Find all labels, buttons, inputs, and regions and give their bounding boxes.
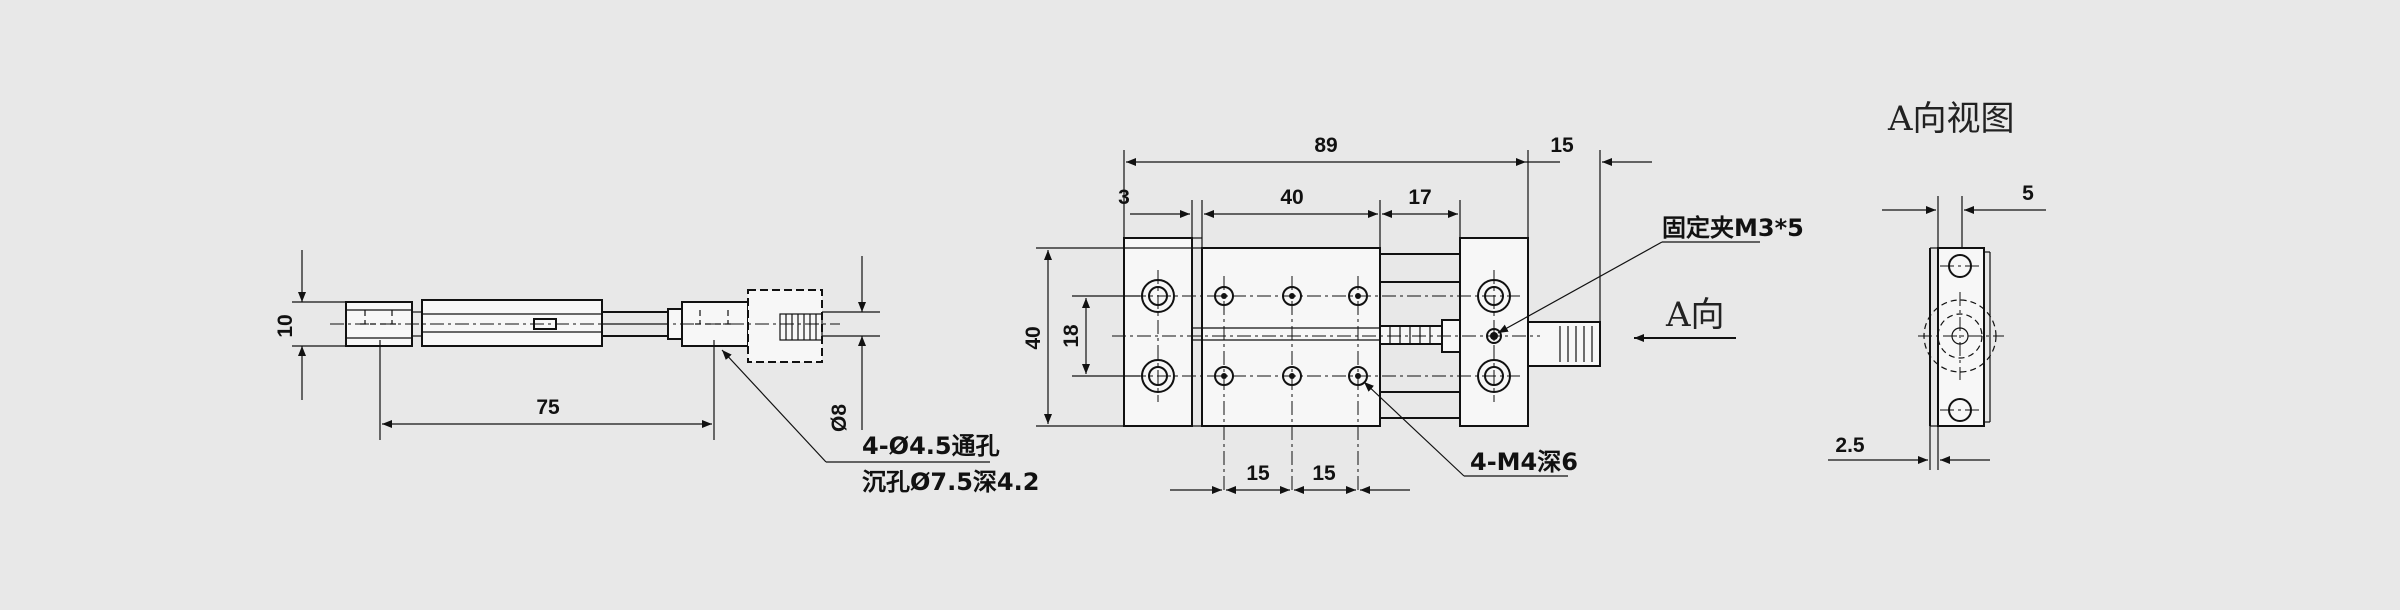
tapped-hole-note: 4-M4深6 — [1470, 448, 1578, 476]
left-knob — [747, 289, 823, 363]
dim-17: 17 — [1408, 186, 1431, 209]
hole-note-line2: 沉孔Ø7.5深4.2 — [862, 468, 1039, 496]
dim-40-top: 40 — [1280, 186, 1303, 209]
dim-3: 3 — [1118, 186, 1130, 209]
dim-length-75: 75 — [536, 396, 560, 419]
side-view-title: A向视图 — [1887, 99, 2015, 139]
dim-2-5: 2.5 — [1835, 434, 1865, 457]
left-view: 10 75 Ø8 4-Ø4.5通孔 沉孔Ø7.5深4.2 — [274, 250, 1039, 496]
hole-note-line1: 4-Ø4.5通孔 — [862, 432, 1000, 460]
dim-end-15: 15 — [1550, 134, 1574, 157]
left-tube — [421, 299, 603, 347]
front-knob — [1527, 321, 1601, 367]
side-view: A向视图 5 2.5 — [1828, 99, 2046, 470]
front-view: 89 15 3 40 17 40 18 15 15 — [1022, 134, 1804, 494]
dim-15-b: 15 — [1312, 462, 1336, 485]
fix-clamp-note: 固定夹M3*5 — [1662, 214, 1804, 242]
dim-40-side: 40 — [1022, 326, 1045, 349]
dim-diameter-8: Ø8 — [828, 404, 851, 432]
dim-total-89: 89 — [1314, 134, 1337, 157]
dim-5: 5 — [2022, 182, 2034, 205]
direction-a-label: A向 — [1665, 295, 1725, 335]
dim-height-10: 10 — [274, 314, 297, 337]
dim-18: 18 — [1060, 324, 1083, 348]
front-table — [1201, 247, 1381, 427]
dim-15-a: 15 — [1246, 462, 1270, 485]
